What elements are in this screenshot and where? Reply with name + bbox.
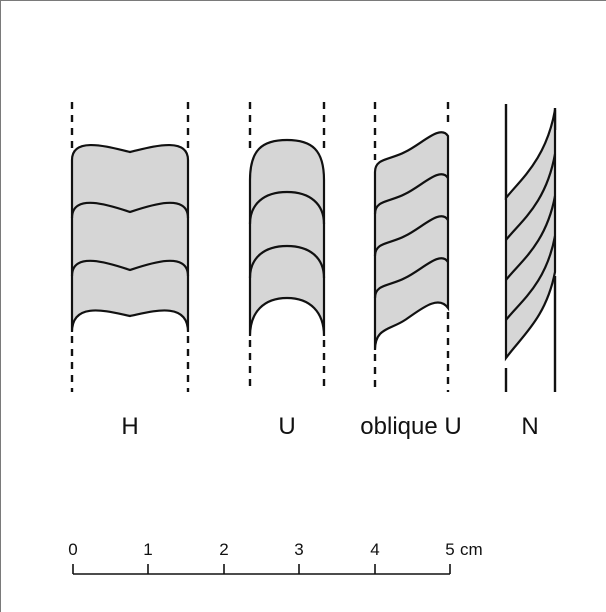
scale-unit-label: cm: [460, 540, 483, 559]
scale-tick-label-0: 0: [68, 540, 77, 559]
scale-tick-label-4: 4: [370, 540, 379, 559]
n-shape: [504, 109, 557, 362]
pattern-label-oblique-u: oblique U: [360, 413, 461, 440]
u-segment-line-2: [248, 244, 326, 279]
h-segment-line-1: [70, 201, 190, 219]
pattern-oblique-u: [373, 102, 450, 392]
oblique-u-segment-line-3: [373, 257, 449, 299]
oblique-u-shape: [373, 131, 450, 351]
u-segment-line-1: [248, 190, 326, 225]
n-segment-line-2: [505, 195, 557, 281]
pattern-u: [248, 102, 326, 392]
u-shape: [248, 138, 326, 337]
scale-tick-label-5: 5: [445, 540, 454, 559]
pattern-h: [70, 102, 190, 392]
scale-bar: 0 1 2 3 4 5 cm: [68, 540, 483, 575]
scale-tick-label-1: 1: [143, 540, 152, 559]
n-segment-line-1: [505, 153, 557, 241]
h-segment-line-2: [70, 259, 190, 277]
oblique-u-segment-line-2: [373, 215, 449, 257]
oblique-u-segment-line-1: [373, 173, 449, 215]
n-segment-line-3: [505, 235, 557, 321]
scale-tick-label-3: 3: [294, 540, 303, 559]
h-shape: [70, 144, 190, 333]
scale-tick-label-2: 2: [219, 540, 228, 559]
pattern-label-h: H: [121, 413, 138, 440]
pattern-label-n: N: [521, 413, 538, 440]
pattern-n: [504, 104, 557, 392]
pattern-label-u: U: [278, 413, 295, 440]
